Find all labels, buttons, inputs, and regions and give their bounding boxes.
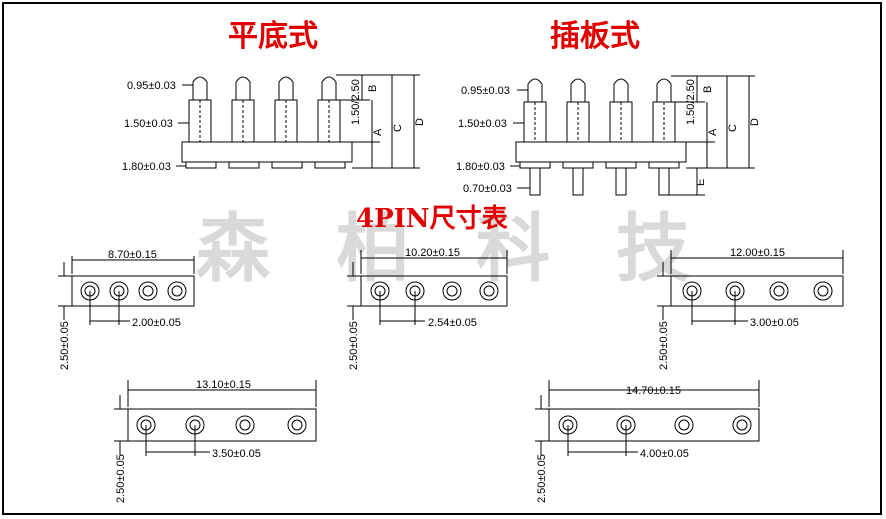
top1-width: 2.50±0.05 xyxy=(59,321,71,370)
plugin-label-c: C xyxy=(727,124,739,132)
top3-pitch: 3.00±0.05 xyxy=(750,317,799,329)
top2-pitch: 2.54±0.05 xyxy=(428,317,477,329)
flat-side-view xyxy=(176,74,420,169)
plugin-label-d: D xyxy=(749,118,761,126)
flat-label-a: A xyxy=(372,128,384,136)
top1-pitch: 2.00±0.05 xyxy=(132,317,181,329)
top5-length: 14.70±0.15 xyxy=(626,385,681,397)
top2-length: 10.20±0.15 xyxy=(405,247,460,259)
plugin-dim-shaft: 1.50±0.03 xyxy=(458,118,507,130)
title-flat-type: 平底式 xyxy=(228,19,318,54)
flat-dim-shaft: 1.50±0.03 xyxy=(124,118,173,130)
top4-length: 13.10±0.15 xyxy=(196,379,251,391)
top3-length: 12.00±0.15 xyxy=(730,247,785,259)
watermark-char-2: 柏 xyxy=(336,206,410,292)
watermark-char-4: 技 xyxy=(616,206,690,292)
plugin-label-stroke: 1.50/2.50 xyxy=(685,79,697,125)
top-view-4 xyxy=(114,380,317,456)
flat-pins xyxy=(188,76,341,142)
watermark-char-1: 森 xyxy=(196,206,270,292)
top4-pitch: 3.50±0.05 xyxy=(212,448,261,460)
plugin-side-view xyxy=(510,75,755,196)
flat-label-d: D xyxy=(414,118,426,126)
watermark-char-3: 科 xyxy=(476,206,550,292)
flat-dim-base: 1.80±0.03 xyxy=(122,161,171,173)
top4-width: 2.50±0.05 xyxy=(115,454,127,503)
top5-pitch: 4.00±0.05 xyxy=(640,448,689,460)
top-view-3 xyxy=(657,250,844,325)
flat-dim-tip: 0.95±0.03 xyxy=(127,80,176,92)
plugin-dim-tail: 0.70±0.03 xyxy=(463,183,512,195)
flat-label-c: C xyxy=(392,124,404,132)
top2-width: 2.50±0.05 xyxy=(348,321,360,370)
top3-width: 2.50±0.05 xyxy=(658,321,670,370)
top-view-2 xyxy=(347,250,508,325)
title-size-table: 4PIN尺寸表 xyxy=(356,204,508,234)
plugin-label-b: B xyxy=(702,86,714,93)
flat-label-stroke: 1.50/2.50 xyxy=(350,79,362,125)
plugin-label-a: A xyxy=(707,128,719,136)
plugin-dim-tip: 0.95±0.03 xyxy=(461,85,510,97)
top-view-1 xyxy=(58,256,195,325)
plugin-dim-base: 1.80±0.03 xyxy=(456,161,505,173)
top-view-5 xyxy=(535,380,760,456)
plugin-label-e: E xyxy=(695,179,707,186)
top5-width: 2.50±0.05 xyxy=(536,454,548,503)
top1-length: 8.70±0.15 xyxy=(108,249,157,261)
plugin-pins xyxy=(523,78,676,142)
title-plugin-type: 插板式 xyxy=(550,19,640,54)
flat-label-b: B xyxy=(367,85,379,92)
